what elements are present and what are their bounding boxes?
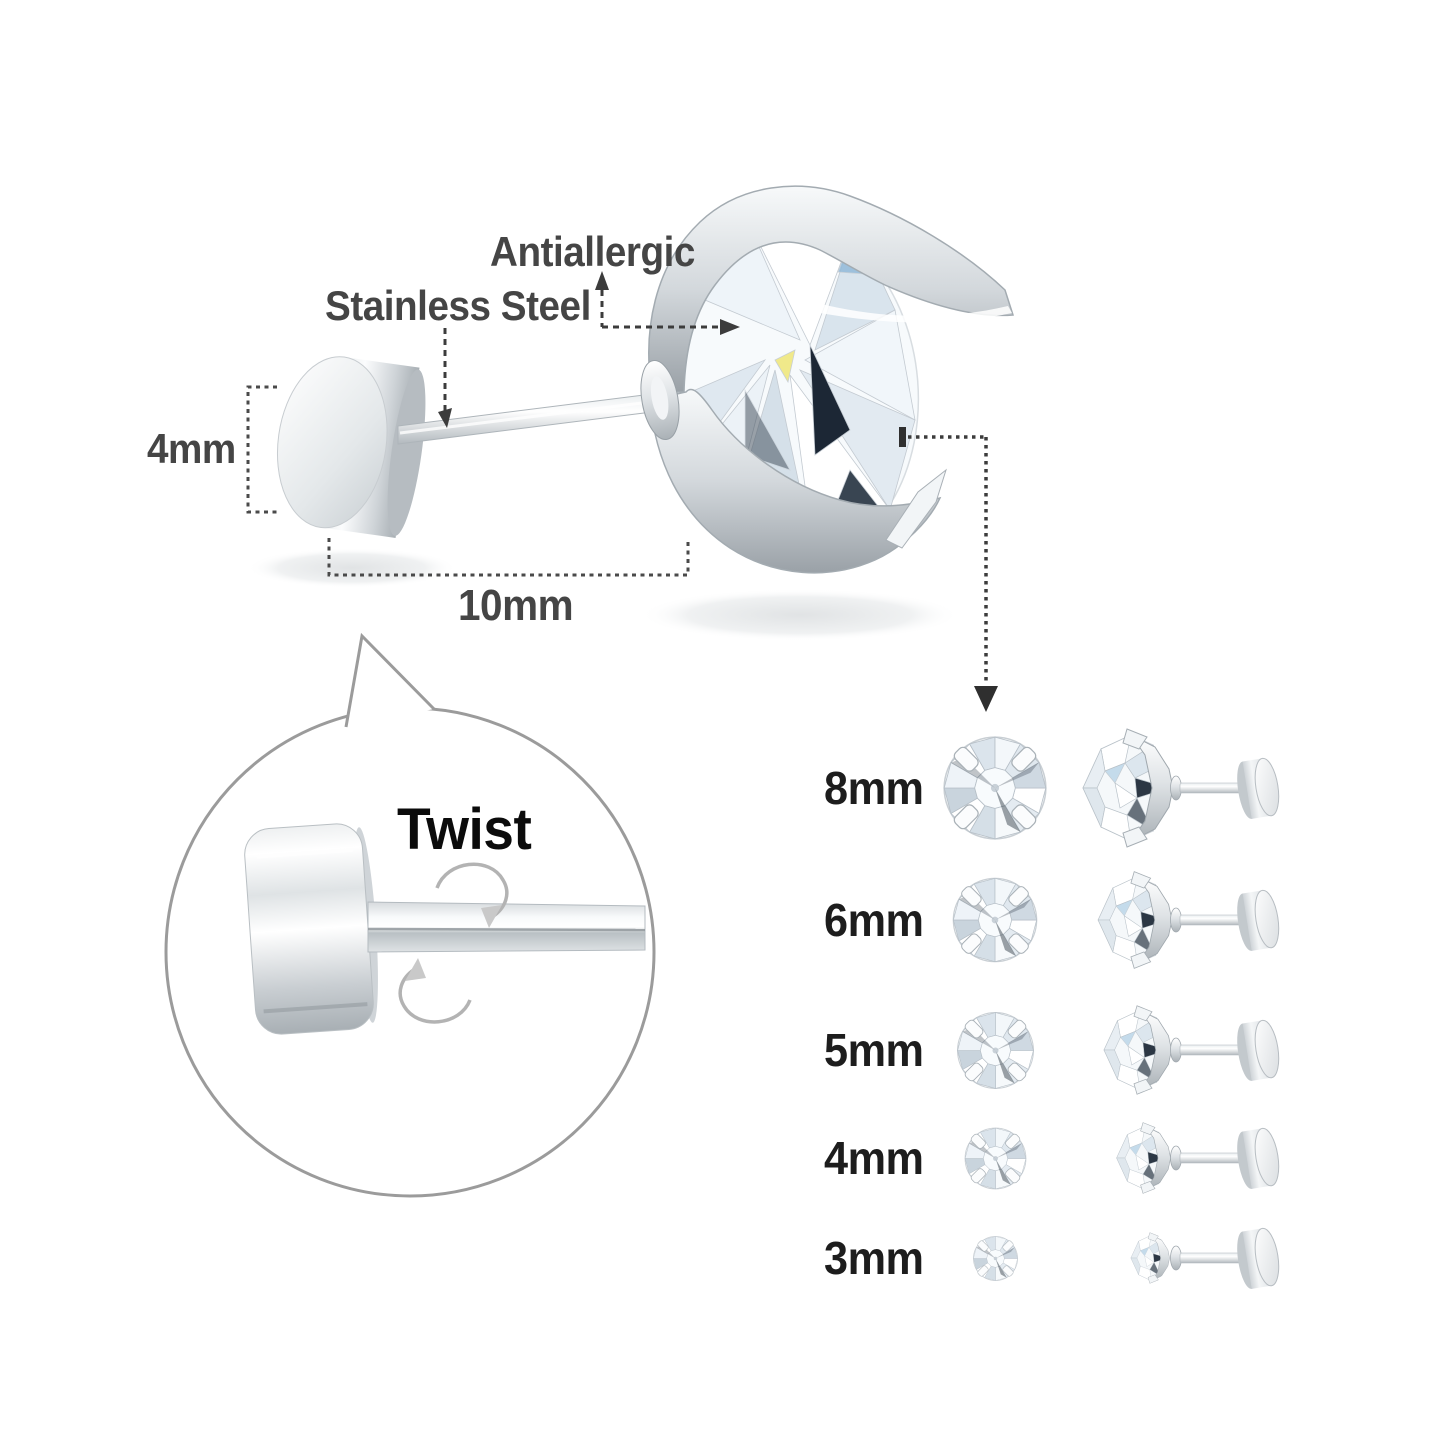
collar — [640, 359, 680, 441]
measure-tick — [899, 427, 906, 447]
side-post — [1179, 1252, 1247, 1264]
disc-shadow — [247, 548, 457, 588]
stud-side-view — [1116, 1122, 1280, 1194]
bubble-post — [367, 901, 646, 953]
side-gem — [1103, 1005, 1172, 1095]
size-label: 8mm — [824, 762, 924, 814]
side-disc-back — [1237, 757, 1280, 819]
side-post — [1179, 1152, 1247, 1164]
gem-front-view — [945, 870, 1045, 970]
gem-front-view — [969, 1232, 1022, 1285]
side-post — [1179, 1044, 1247, 1056]
antiallergic-label: Antiallergic — [490, 228, 695, 275]
stud-side-view — [1103, 1005, 1280, 1095]
size-row-4mm: 4mm — [0, 1093, 1445, 1223]
gem-front-view — [934, 727, 1056, 849]
side-post — [1179, 782, 1247, 794]
disc-back — [276, 356, 426, 538]
bottom-prong-tip — [885, 468, 947, 549]
annotation-lines — [246, 271, 998, 712]
side-gem — [1082, 728, 1174, 848]
up-arrow-icon — [595, 271, 609, 290]
size-label: 3mm — [824, 1232, 924, 1284]
size-row-6mm: 6mm — [0, 855, 1445, 985]
stainless-steel-label: Stainless Steel — [325, 282, 591, 329]
gem-front-view — [959, 1122, 1032, 1195]
size-row-5mm: 5mm — [0, 985, 1445, 1115]
bubble-disc-back — [244, 823, 378, 1035]
back-length-label: 10mm — [458, 581, 574, 630]
side-gem — [1116, 1122, 1171, 1194]
size-label: 6mm — [824, 894, 924, 946]
side-disc-back — [1237, 1127, 1280, 1189]
down-arrow-icon — [438, 408, 452, 428]
twist-rotation-arrows-icon — [398, 862, 509, 1024]
side-disc-back — [1237, 1227, 1280, 1289]
size-row-8mm: 8mm — [0, 723, 1445, 853]
hero-stud-photo — [276, 185, 1015, 574]
gem-front-view — [950, 1005, 1041, 1096]
stud-side-view — [1097, 871, 1280, 969]
side-disc-back — [1237, 889, 1280, 951]
twist-label: Twist — [397, 797, 532, 862]
right-arrow-icon — [720, 319, 740, 335]
bracket-10mm — [327, 538, 690, 577]
side-gem — [1097, 871, 1173, 969]
setting-lower-band — [649, 388, 942, 574]
size-label: 4mm — [824, 1132, 924, 1184]
down-arrowhead-icon — [974, 686, 998, 712]
size-label: 5mm — [824, 1024, 924, 1076]
size-row-3mm: 3mm — [0, 1193, 1445, 1323]
stud-side-view — [1130, 1227, 1280, 1289]
side-disc-back — [1237, 1019, 1280, 1081]
stud-side-view — [1082, 728, 1280, 848]
side-gem — [1130, 1232, 1170, 1284]
back-diameter-label: 4mm — [147, 425, 236, 472]
twist-callout-bubble — [164, 632, 656, 1198]
gem-shadow — [640, 589, 960, 641]
side-post — [1179, 914, 1247, 926]
